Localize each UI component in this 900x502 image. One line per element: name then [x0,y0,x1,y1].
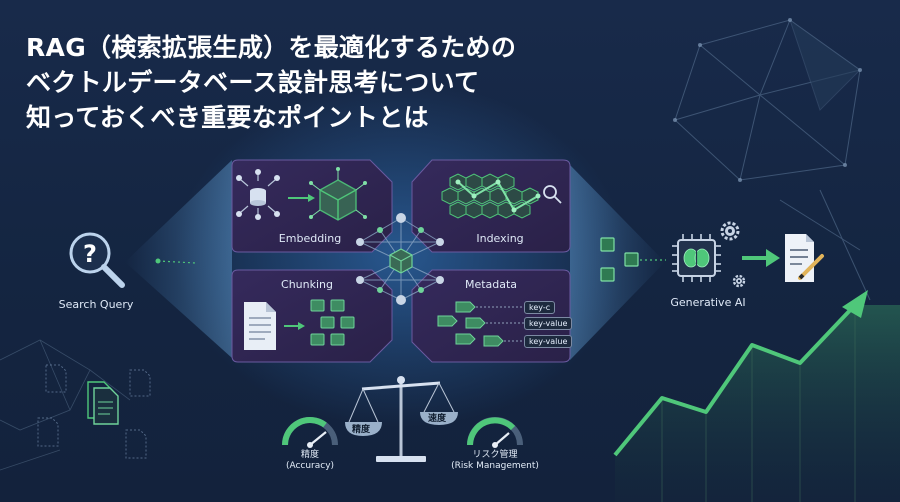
hexagon-grid [441,173,539,219]
cube-icon [309,167,367,221]
tag-icons [437,301,504,347]
metadata-tag: key-value [524,335,573,348]
hub-cube-icon [389,248,413,274]
query-beam [125,160,232,358]
embedding-panel [231,159,393,253]
chunking-label: Chunking [281,278,333,291]
gauge-sublabel: (Accuracy) [285,461,335,471]
brain-icon [683,248,710,268]
query-connector [157,260,197,264]
chip-icon [672,234,721,282]
document-stack-icon [37,364,151,459]
search-icon: ? [69,232,125,288]
metadata-label: Metadata [464,278,518,291]
accuracy-gauge-caption: 精度 (Accuracy) [286,450,334,472]
svg-text:?: ? [83,240,97,268]
balance-left-pan-label: 精度 [352,425,371,435]
indexing-label: Indexing [476,232,524,245]
metadata-tag: key-c [524,301,556,314]
arrow-icon [766,249,780,267]
gauge-label: 精度 [300,450,319,460]
indexing-panel [411,159,571,253]
embedding-label: Embedding [278,232,342,245]
metadata-tag: key-value [524,317,573,330]
title-line-2: ベクトルデータベース設計思考について [26,68,480,97]
wireframe-nodes [673,18,862,182]
gear-icon [720,221,740,241]
gauge-label: リスク管理 [472,450,518,460]
gauge-risk-icon [467,417,523,448]
title-line-3: 知っておくべき重要なポイントとは [26,103,429,132]
query-node [155,258,161,264]
page-title: RAG（検索拡張生成）を最適化するための ベクトルデータベース設計思考について … [26,30,516,135]
search-query-label: Search Query [58,298,134,311]
magnifier-icon [543,185,562,204]
network-decoration [0,339,131,471]
gauge-sublabel: (Risk Management) [451,461,539,471]
document-icon [244,302,276,350]
balance-right-pan-label: 速度 [428,414,447,424]
chunking-panel [231,269,393,363]
generative-ai-label: Generative AI [670,296,746,309]
hub-network [356,213,444,305]
output-beam [570,165,665,360]
title-line-1: RAG（検索拡張生成）を最適化するための [26,33,517,62]
edit-document-icon [785,234,824,282]
gear-small-icon [732,274,746,288]
gauge-icon [282,417,338,448]
output-chunks [600,237,639,282]
risk-gauge-caption: リスク管理 (Risk Management) [451,450,539,472]
database-icon [236,169,280,220]
trend-up-icon [613,290,900,502]
chunk-blocks [310,299,355,346]
balance-scale-icon [345,376,458,462]
